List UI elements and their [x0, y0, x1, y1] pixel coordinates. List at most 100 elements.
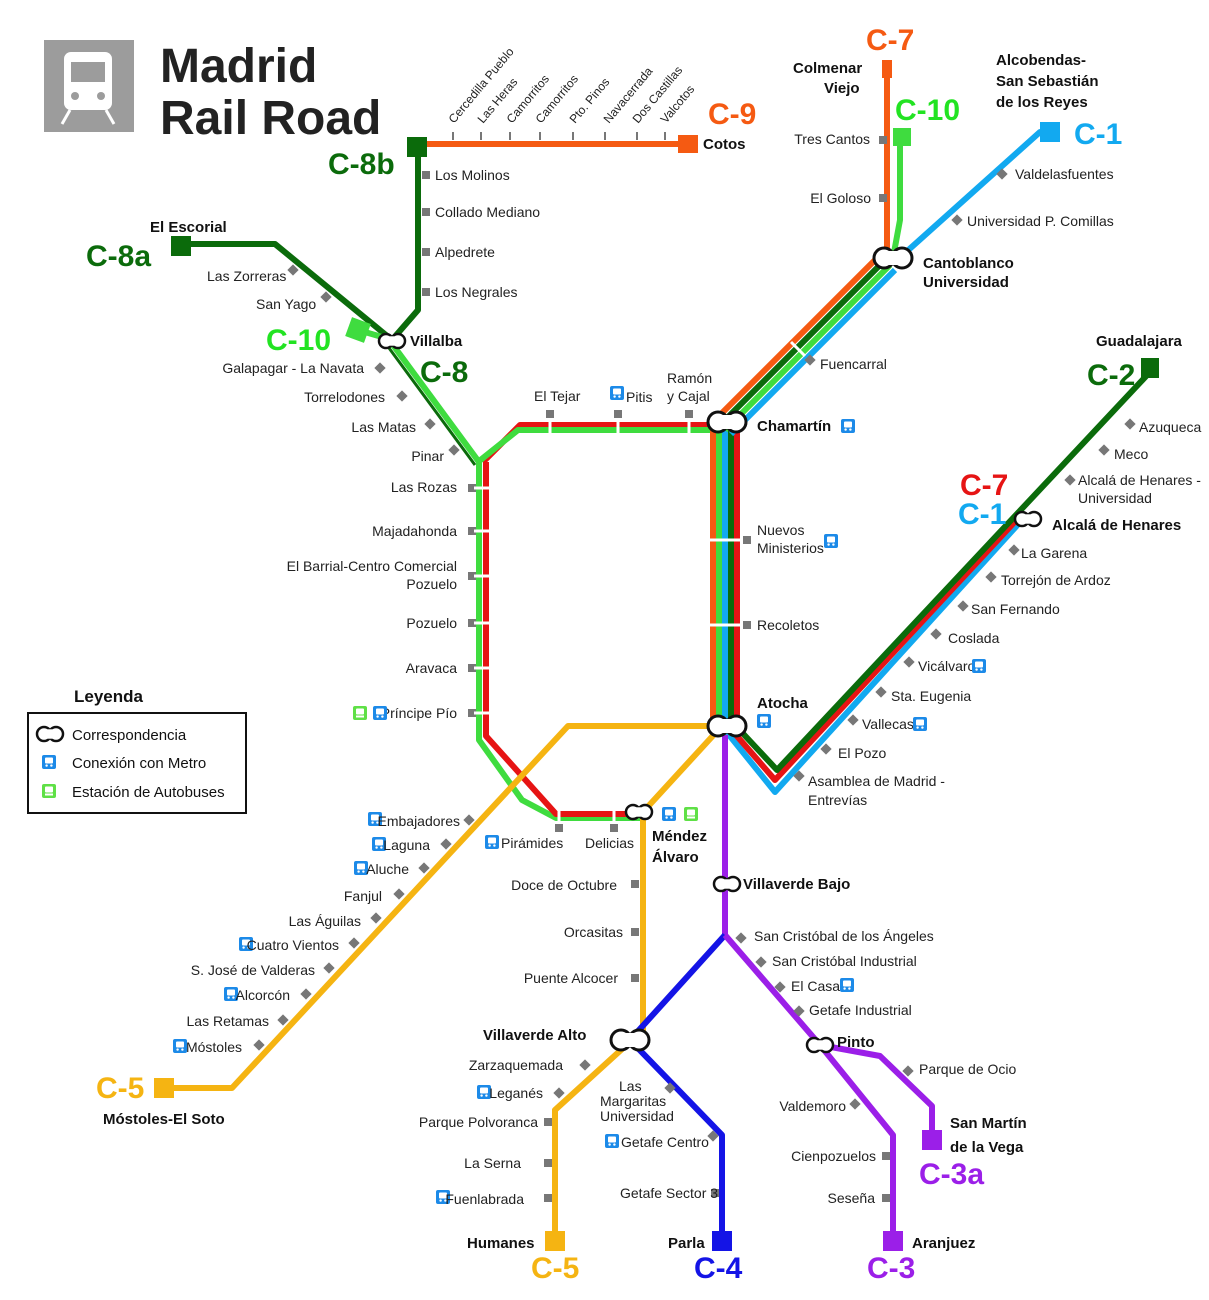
line-c4 — [627, 932, 728, 1240]
station-piramides: Pirámides — [501, 835, 563, 851]
legend-item-metro: Conexión con Metro — [72, 755, 206, 772]
hub-alcala: Alcalá de Henares — [1052, 517, 1181, 534]
station-el-tejar: El Tejar — [534, 388, 581, 404]
metro-icon — [173, 1039, 187, 1053]
station-ramon-y-cajal-2: y Cajal — [667, 388, 710, 404]
station-getafe-sector-3: Getafe Sector 3 — [620, 1185, 718, 1201]
station-sta-eugenia: Sta. Eugenia — [891, 688, 971, 704]
terminal-aranjuez: Aranjuez — [912, 1235, 975, 1252]
station-leganes: Leganés — [489, 1085, 543, 1101]
station-el-goloso: El Goloso — [810, 190, 871, 206]
title-block: Madrid Rail Road — [44, 40, 381, 145]
metro-icon — [485, 835, 499, 849]
station-alpedrete: Alpedrete — [435, 244, 495, 260]
line-labels: C-7 C-10 C-1 C-9 C-8b C-8a C-10 C-8 C-2 … — [86, 24, 1135, 1285]
station-las-matas: Las Matas — [351, 419, 416, 435]
station-vallecas: Vallecas — [862, 716, 914, 732]
station-las-zorreras: Las Zorreras — [207, 268, 286, 284]
station-getafe-industrial: Getafe Industrial — [809, 1002, 912, 1018]
label-c7-east: C-7 — [960, 469, 1008, 502]
station-san-cristobal-industrial: San Cristóbal Industrial — [772, 953, 917, 969]
station-parque-de-ocio: Parque de Ocio — [919, 1061, 1016, 1077]
station-los-negrales: Los Negrales — [435, 284, 518, 300]
terminal-mostoles: Móstoles-El Soto — [103, 1111, 225, 1128]
ne-c1 — [728, 267, 898, 437]
bus-station-icon — [42, 784, 56, 798]
station-san-fernando: San Fernando — [971, 601, 1060, 617]
terminal-alcobendas-3: de los Reyes — [996, 94, 1088, 111]
terminal-san-martin: San Martín — [950, 1115, 1027, 1132]
terminal-alcobendas-2: San Sebastián — [996, 73, 1099, 90]
metro-icon — [913, 717, 927, 731]
terminal-guadalajara: Guadalajara — [1096, 333, 1183, 350]
hub-cantoblanco: Cantoblanco — [923, 255, 1014, 272]
line-c1-alcobendas — [892, 129, 1050, 265]
line-c7-west — [483, 462, 641, 817]
legend-item-interchange: Correspondencia — [72, 727, 187, 744]
station-las-aguilas: Las Águilas — [289, 913, 361, 929]
station-galapagar: Galapagar - La Navata — [222, 360, 364, 376]
label-c2: C-2 — [1087, 359, 1135, 392]
terminal-alcobendas: Alcobendas- — [996, 52, 1086, 69]
station-alcala-universidad: Alcalá de Henares - — [1078, 472, 1201, 488]
hub-villaverde-bajo: Villaverde Bajo — [743, 876, 850, 893]
station-vicalvaro: Vicálvaro — [918, 658, 976, 674]
label-c9: C-9 — [708, 98, 756, 131]
station-valdelasfuentes: Valdelasfuentes — [1015, 166, 1114, 182]
station-los-molinos: Los Molinos — [435, 167, 510, 183]
metro-icon — [42, 755, 56, 769]
corr-c1 — [722, 517, 1025, 795]
label-c4: C-4 — [694, 1252, 743, 1285]
line-c3 — [722, 933, 896, 1240]
station-aravaca: Aravaca — [406, 660, 458, 676]
station-ramon-y-cajal: Ramón — [667, 370, 712, 386]
station-getafe-centro: Getafe Centro — [621, 1134, 709, 1150]
station-azuqueca: Azuqueca — [1139, 419, 1201, 435]
station-la-serna: La Serna — [464, 1155, 521, 1171]
station-tres-cantos: Tres Cantos — [794, 131, 870, 147]
metro-icon — [662, 807, 676, 821]
station-alcala-universidad-2: Universidad — [1078, 490, 1152, 506]
line-c8-north — [390, 343, 482, 464]
label-c7-north: C-7 — [866, 24, 914, 57]
crossing-ticks — [474, 340, 807, 824]
terminal-cotos: Cotos — [703, 136, 746, 153]
station-collado-mediano: Collado Mediano — [435, 204, 540, 220]
bus-station-icon — [353, 706, 367, 720]
metro-icon — [757, 714, 771, 728]
station-nuevos-ministerios-2: Ministerios — [757, 540, 824, 556]
stop-markers — [253, 132, 1136, 1202]
station-mostoles: Móstoles — [186, 1039, 242, 1055]
station-comillas: Universidad P. Comillas — [967, 213, 1114, 229]
metro-icon — [605, 1134, 619, 1148]
ne-c10 — [722, 262, 893, 433]
corr-c2 — [732, 369, 1153, 773]
hub-mendez-alvaro: Méndez — [652, 828, 707, 845]
label-c3: C-3 — [867, 1252, 915, 1285]
hub-atocha: Atocha — [757, 695, 808, 712]
interchange-icon — [35, 725, 65, 743]
hub-villaverde-alto: Villaverde Alto — [483, 1027, 586, 1044]
hub-chamartin: Chamartín — [757, 418, 831, 435]
station-las-retamas: Las Retamas — [187, 1013, 269, 1029]
hub-cantoblanco-2: Universidad — [923, 274, 1009, 291]
station-doce-de-octubre: Doce de Octubre — [511, 877, 617, 893]
line-c8b — [389, 144, 421, 342]
station-asamblea-2: Entrevías — [808, 792, 867, 808]
line-c10-west — [476, 462, 641, 821]
terminal-colmenar: Colmenar — [793, 60, 862, 77]
station-pinar: Pinar — [411, 448, 444, 464]
station-aluche: Aluche — [366, 861, 409, 877]
station-las-margaritas: Las — [619, 1078, 642, 1094]
terminal-colmenar-2: Viejo — [824, 80, 860, 97]
label-c8: C-8 — [420, 356, 468, 389]
station-fuencarral: Fuencarral — [820, 356, 887, 372]
station-pozuelo: Pozuelo — [406, 615, 457, 631]
label-c1-east: C-1 — [958, 498, 1006, 531]
metro-icon — [841, 419, 855, 433]
station-pitis: Pitis — [626, 389, 652, 405]
hub-mendez-alvaro-2: Álvaro — [652, 849, 699, 866]
station-el-pozo: El Pozo — [838, 745, 886, 761]
map-title-line1: Madrid — [160, 40, 317, 93]
station-orcasitas: Orcasitas — [564, 924, 623, 940]
